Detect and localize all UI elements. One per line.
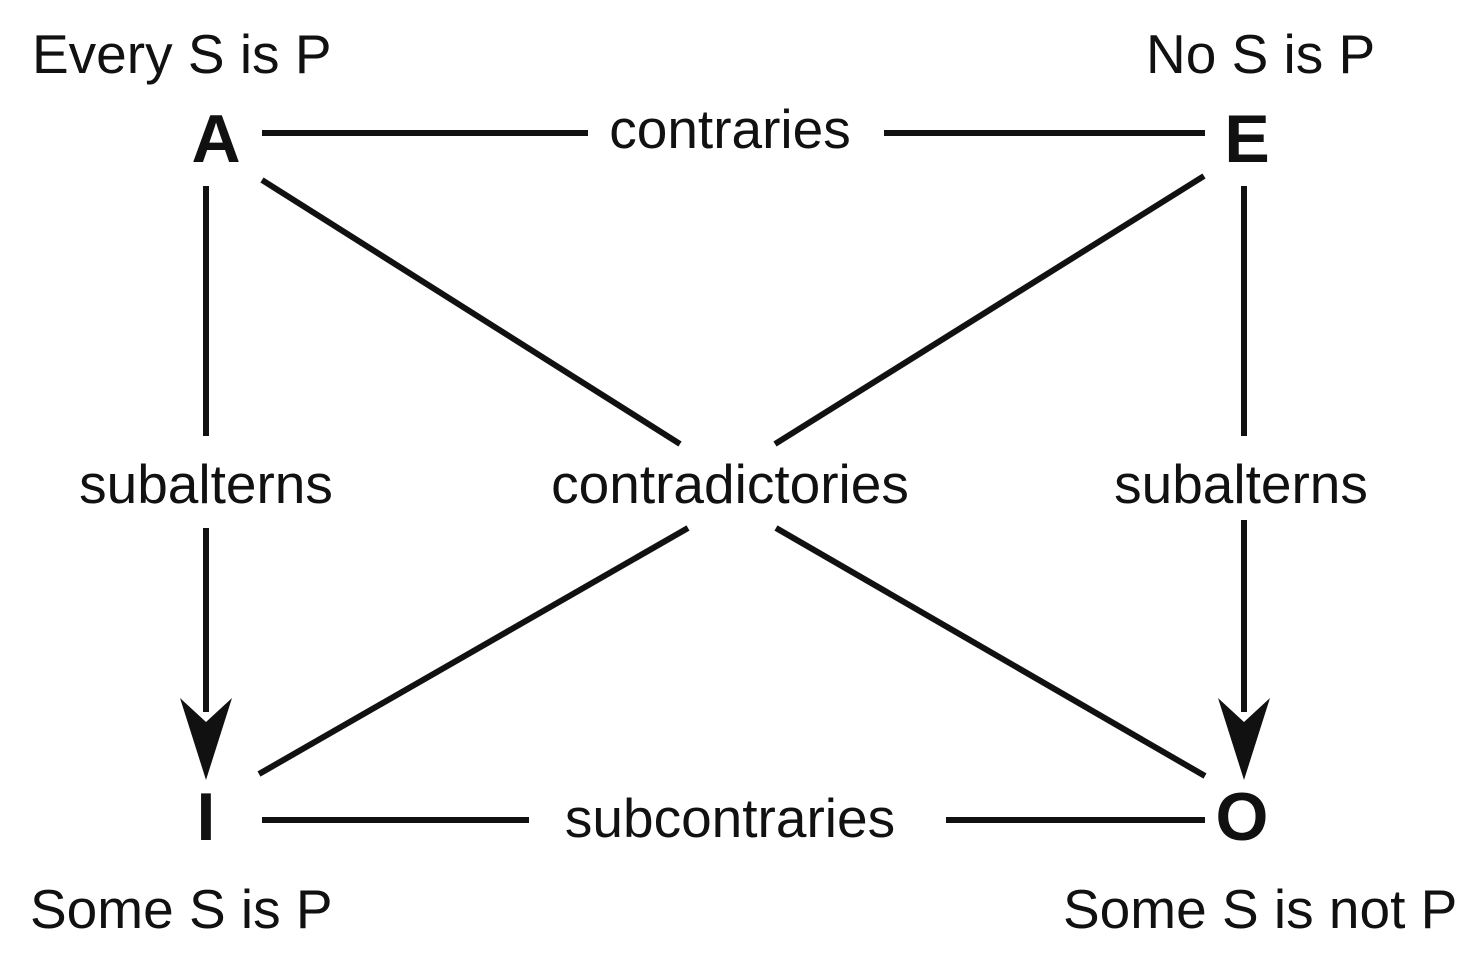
corner-letter-e: E <box>1224 101 1269 177</box>
corner-letter-i: I <box>197 779 216 855</box>
statement-o: Some S is not P <box>1063 878 1457 940</box>
statement-i: Some S is P <box>30 878 333 940</box>
subalterns-right-label: subalterns <box>1114 453 1368 515</box>
subalterns-left-label: subalterns <box>79 453 333 515</box>
arrowhead-to-i <box>180 698 232 780</box>
contraries-label: contraries <box>609 98 850 160</box>
diagonal-i-lower <box>257 525 690 777</box>
contradictories-label: contradictories <box>551 453 909 515</box>
diagonal-o-lower <box>774 525 1207 779</box>
corner-letter-a: A <box>191 101 240 177</box>
subcontraries-label: subcontraries <box>565 787 895 849</box>
diagonal-e-upper <box>773 173 1206 447</box>
statement-e: No S is P <box>1146 23 1375 85</box>
corner-letter-o: O <box>1216 779 1269 855</box>
statement-a: Every S is P <box>32 23 332 85</box>
arrowhead-to-o <box>1218 698 1270 780</box>
diagonal-a-upper <box>260 177 682 447</box>
